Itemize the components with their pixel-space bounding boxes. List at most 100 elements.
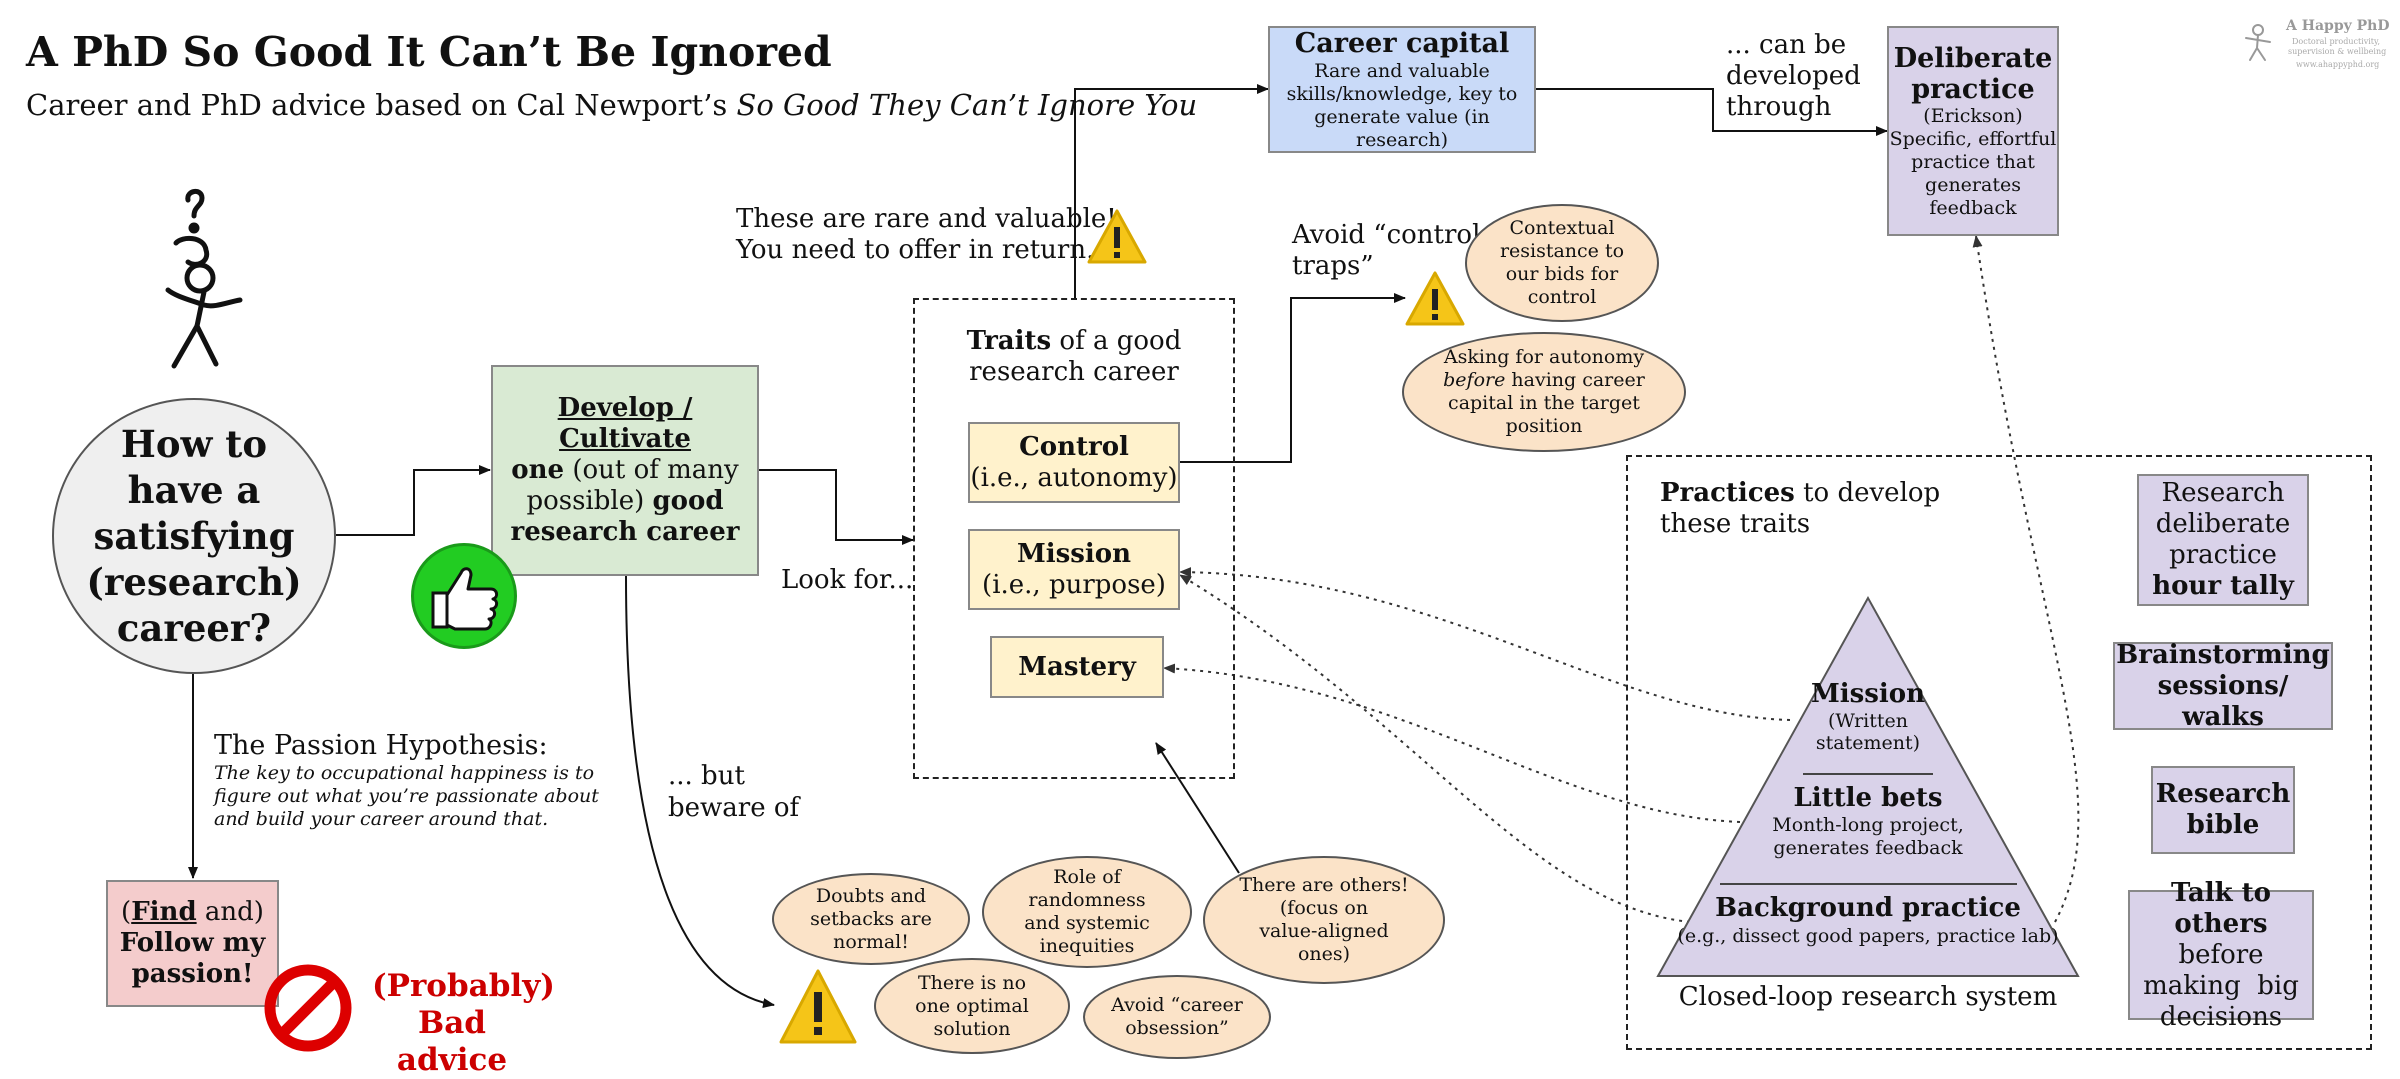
rare-valuable-note: These are rare and valuable! You need to… xyxy=(736,204,1117,266)
talk-line-4: decisions xyxy=(2159,1001,2283,1032)
oval-text: Contextual xyxy=(1509,217,1615,239)
oval-text: There are others! xyxy=(1239,874,1409,896)
pyramid-background-sub: (e.g., dissect good papers, practice lab… xyxy=(1677,925,2059,947)
oval-text: There is no xyxy=(917,971,1027,994)
oval-career-obsession: Avoid “career obsession” xyxy=(1083,975,1271,1059)
oval-there-are-others: There are others! (focus on value-aligne… xyxy=(1203,856,1445,984)
traits-title-rest: of a good xyxy=(1051,326,1182,356)
control-traps-line-1: Avoid “control xyxy=(1292,220,1481,250)
subtitle-book: So Good They Can’t Ignore You xyxy=(736,88,1198,122)
oval-text: ones) xyxy=(1297,943,1351,965)
page-title: A PhD So Good It Can’t Be Ignored xyxy=(26,28,832,76)
deliberate-practice-box: Deliberate practice (Erickson) Specific,… xyxy=(1887,26,2059,236)
deliberate-sub-4: generates xyxy=(1925,173,2021,196)
pyramid-bets-title: Little bets xyxy=(1793,783,1943,813)
logo[interactable]: A Happy PhD Doctoral productivity, super… xyxy=(2238,18,2390,78)
tally-line-3: practice xyxy=(2169,540,2277,570)
practice-hour-tally: Research deliberate practice hour tally xyxy=(2137,474,2309,606)
oval-text: control xyxy=(1527,286,1597,308)
traits-title-bold: Traits xyxy=(966,326,1052,356)
rare-note-line-2: You need to offer in return... xyxy=(736,235,1111,265)
connector-others-to-traits xyxy=(1155,742,1240,874)
trait-control-name: Control xyxy=(1019,431,1129,462)
question-line-5: career? xyxy=(116,606,272,650)
career-capital-line-2: skills/knowledge, key to xyxy=(1286,83,1518,105)
oval-contextual-resistance: Contextual resistance to our bids for co… xyxy=(1465,204,1659,322)
oval-text: obsession” xyxy=(1125,1017,1229,1039)
brainstorm-line-2: sessions/ walks xyxy=(2157,670,2289,732)
tally-line-1: Research xyxy=(2161,478,2285,508)
confused-stick-figure-icon xyxy=(165,189,243,369)
career-capital-box: Career capital Rare and valuable skills/… xyxy=(1268,26,1536,153)
bible-line-2: bible xyxy=(2186,810,2260,840)
oval-asking-autonomy: Asking for autonomy before having career… xyxy=(1402,332,1686,452)
pyramid-background-practice: Background practice (e.g., dissect good … xyxy=(1658,893,2078,948)
but-beware-label: ... but beware of xyxy=(668,760,799,824)
dotted-link-deliberate xyxy=(1972,235,2080,923)
control-traps-line-2: traps” xyxy=(1292,251,1374,281)
brainstorm-line-1: Brainstorming xyxy=(2116,639,2330,670)
talk-bold-1: Talk to xyxy=(2170,877,2271,908)
oval-text: having career xyxy=(1505,369,1645,391)
logo-tagline-1: Doctoral productivity, xyxy=(2292,37,2381,46)
practices-title: Practices to develop these traits xyxy=(1660,478,1940,540)
practice-talk-to-others: Talk to others before making big decisio… xyxy=(2128,878,2314,1032)
pyramid-little-bets: Little bets Month-long project, generate… xyxy=(1748,783,1988,860)
logo-url: www.ahappyphd.org xyxy=(2296,60,2380,69)
pyramid-bets-sub-1: Month-long project, xyxy=(1772,814,1964,836)
oval-text: resistance to xyxy=(1499,240,1625,262)
practice-research-bible: Research bible xyxy=(2151,766,2295,854)
oval-text: position xyxy=(1505,415,1583,437)
follow-line2: Follow my xyxy=(119,928,266,958)
oval-text: randomness xyxy=(1028,889,1146,911)
deliberate-line-2: practice xyxy=(1911,73,2035,105)
pyramid-mission-sub-1: (Written xyxy=(1828,710,1908,732)
question-line-3: satisfying xyxy=(93,514,295,558)
rare-note-line-1: These are rare and valuable! xyxy=(736,204,1117,234)
trait-mastery-name: Mastery xyxy=(1018,652,1136,682)
deliberate-sub-1: (Erickson) xyxy=(1923,104,2023,127)
career-capital-line-1: Rare and valuable xyxy=(1314,60,1490,82)
practice-brainstorming: Brainstorming sessions/ walks xyxy=(2113,639,2333,732)
deliberate-line-1: Deliberate xyxy=(1893,42,2053,74)
but-beware-line-2: beware of xyxy=(668,793,800,823)
question-line-2: have a xyxy=(127,468,261,512)
tally-line-2: deliberate xyxy=(2155,509,2291,539)
can-be-developed-label: ... can be developed through xyxy=(1726,30,1861,123)
trait-control: Control (i.e., autonomy) xyxy=(968,422,1180,503)
passion-hypothesis-title: The Passion Hypothesis: xyxy=(214,730,548,761)
pyramid-caption: Closed-loop research system xyxy=(1678,982,2058,1012)
central-question: How to have a satisfying (research) care… xyxy=(52,398,336,674)
thumbs-up-icon xyxy=(411,543,517,649)
logo-name: A Happy PhD xyxy=(2286,18,2390,34)
logo-tagline-2: supervision & wellbeing xyxy=(2288,47,2387,56)
passion-hypothesis-text: The key to occupational happiness is to … xyxy=(214,762,599,831)
research-pyramid xyxy=(1656,595,2080,977)
oval-text: inequities xyxy=(1039,935,1135,957)
oval-text-italic: before xyxy=(1443,369,1506,391)
connector-develop-to-beware xyxy=(625,575,775,1008)
talk-line-3: making big xyxy=(2143,970,2299,1001)
page-subtitle: Career and PhD advice based on Cal Newpo… xyxy=(26,88,1197,122)
warning-icon xyxy=(1087,209,1147,264)
develop-mid: (out of many possible) xyxy=(526,455,739,516)
trait-mission-name: Mission xyxy=(1016,538,1132,569)
trait-control-sub: (i.e., autonomy) xyxy=(970,462,1178,493)
can-be-line-3: through xyxy=(1726,92,1832,122)
develop-tail: research career xyxy=(510,517,740,547)
develop-heading: Develop / Cultivate xyxy=(557,393,693,454)
follow-and: and) xyxy=(196,897,264,927)
follow-find: Find xyxy=(131,897,197,927)
oval-text: value-aligned xyxy=(1259,920,1389,942)
oval-text: (focus on xyxy=(1279,897,1369,919)
oval-text: one optimal xyxy=(915,994,1029,1017)
oval-text: Doubts and xyxy=(815,884,927,907)
pyramid-mission: Mission (Written statement) xyxy=(1768,679,1968,754)
oval-doubts: Doubts and setbacks are normal! xyxy=(772,873,970,965)
trait-mission: Mission (i.e., purpose) xyxy=(968,529,1180,610)
career-capital-line-3: generate value (in research) xyxy=(1314,106,1490,151)
oval-text: solution xyxy=(933,1017,1011,1040)
traits-title-line-2: research career xyxy=(969,357,1179,387)
oval-text: capital in the target xyxy=(1448,392,1640,414)
follow-line3: passion! xyxy=(131,959,254,989)
